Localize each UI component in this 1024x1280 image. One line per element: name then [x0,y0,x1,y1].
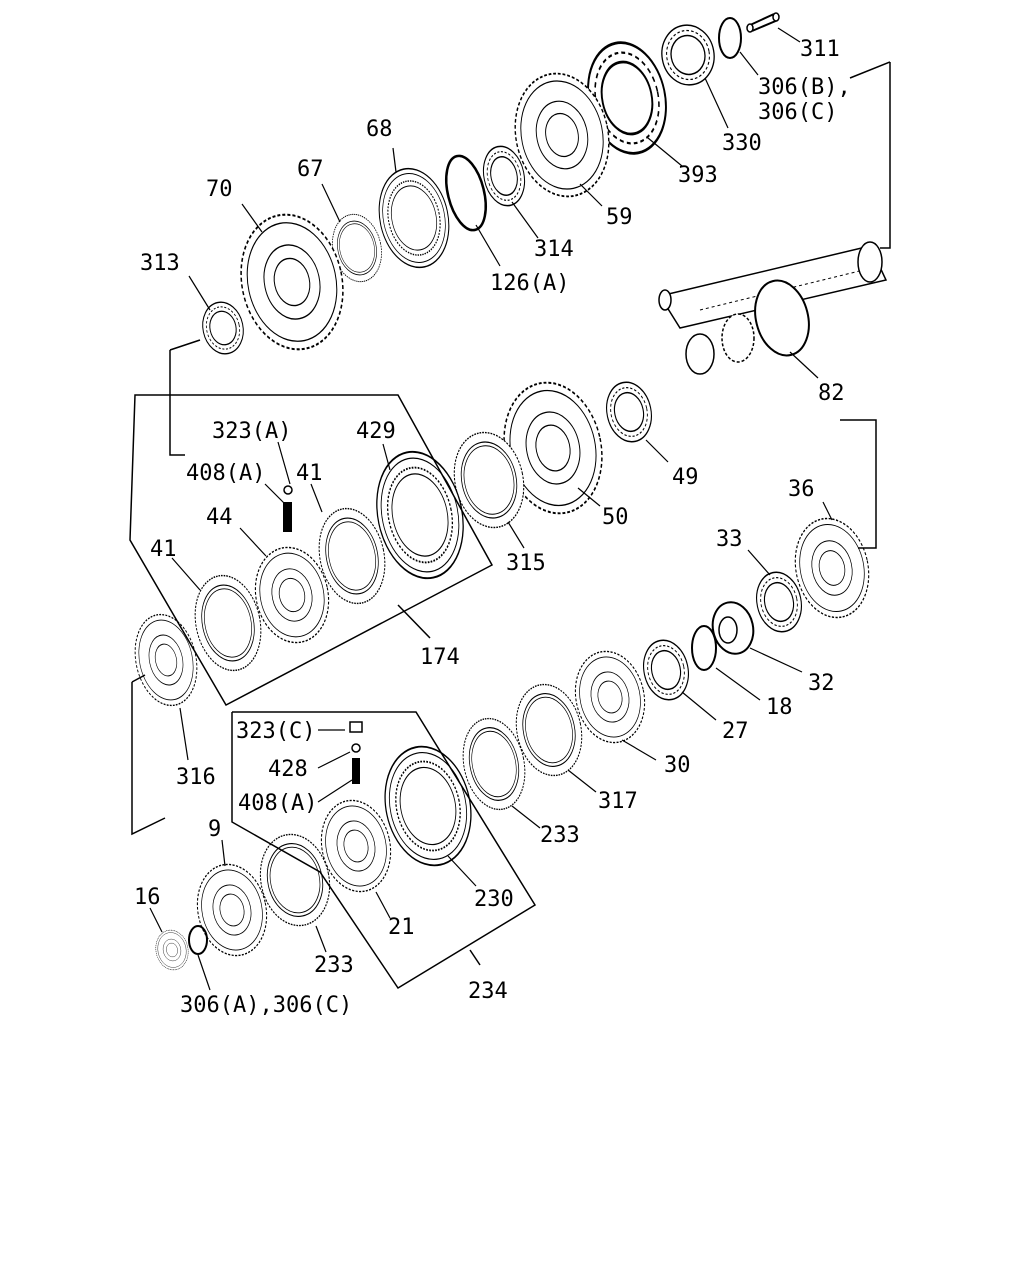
snap-ring-18 [691,625,717,671]
label-59: 59 [606,205,633,230]
label-429: 429 [356,419,396,444]
label-393: 393 [678,163,718,188]
leader-lines [149,27,833,991]
label-323a: 323(A) [212,419,291,444]
snap-ring-126a [445,154,487,232]
label-41-lower: 41 [150,537,177,562]
label-234: 234 [468,979,508,1004]
label-67: 67 [297,157,324,182]
label-316: 316 [176,765,216,790]
label-317: 317 [598,789,638,814]
mainshaft-82 [658,241,888,375]
label-408a-top: 408(A) [186,461,265,486]
spring-408a-lower [349,721,363,784]
label-32: 32 [808,671,835,696]
label-36: 36 [788,477,815,502]
axis-lines [131,61,891,836]
bearing-330 [656,20,720,90]
label-306a-306c: 306(A),306(C) [180,993,352,1018]
bearing-49 [600,377,658,447]
label-68: 68 [366,117,393,142]
bracket-234 [231,711,537,990]
label-49: 49 [672,465,699,490]
bearing-27 [637,635,695,705]
label-428: 428 [268,757,308,782]
label-233-upper: 233 [540,823,580,848]
label-408a-bottom: 408(A) [238,791,317,816]
snap-ring-306a [188,925,208,955]
label-314: 314 [534,237,574,262]
label-16: 16 [134,885,161,910]
label-233-lower: 233 [314,953,354,978]
label-230: 230 [474,887,514,912]
label-9: 9 [208,817,221,842]
label-323c: 323(C) [236,719,315,744]
label-311: 311 [800,37,840,62]
label-41-upper: 41 [296,461,323,486]
label-70: 70 [206,177,233,202]
gear-16 [151,926,193,974]
label-306b: 306(B), [758,75,851,100]
label-27: 27 [722,719,749,744]
label-313: 313 [140,251,180,276]
snap-ring-306b [718,17,742,59]
bracket-174 [129,394,494,706]
label-126a: 126(A) [490,271,569,296]
label-18: 18 [766,695,793,720]
pin-311 [746,12,780,33]
bearing-313 [197,297,249,359]
sleeve-68 [369,161,459,275]
washer-32 [711,601,755,655]
label-82: 82 [818,381,845,406]
gear-316 [126,608,206,712]
label-174: 174 [420,645,460,670]
label-21: 21 [388,915,415,940]
label-330: 330 [722,131,762,156]
label-30: 30 [664,753,691,778]
spring-408a-upper [283,485,293,532]
label-306c-top: 306(C) [758,100,837,125]
label-44: 44 [206,505,233,530]
label-33: 33 [716,527,743,552]
label-50: 50 [602,505,629,530]
label-315: 315 [506,551,546,576]
